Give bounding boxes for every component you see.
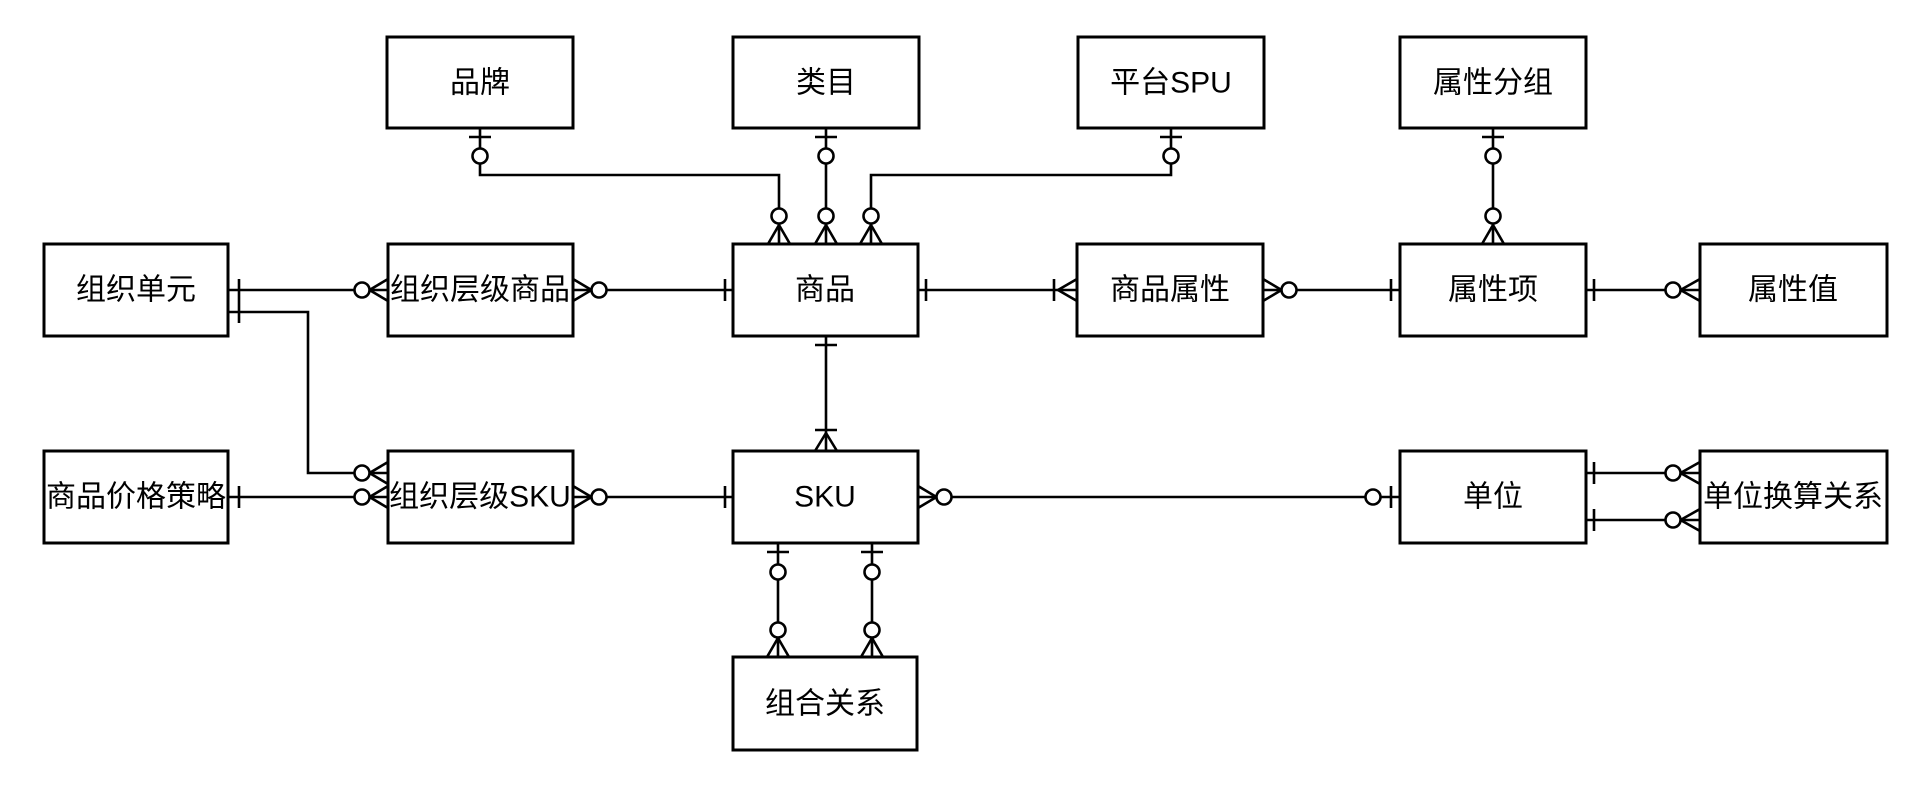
edge-attribute-group-attribute-item [1480,128,1506,245]
entity-brand-label: 品牌 [450,67,510,100]
entity-unit-label: 单位 [1463,481,1523,514]
entity-org-unit-label: 组织单元 [76,274,196,307]
entity-org-level-sku: 组织层级SKU [386,449,575,545]
edge-product-sku [813,336,839,452]
entity-org-level-sku-label: 组织层级SKU [389,481,571,514]
entity-unit-conversion: 单位换算关系 [1698,449,1889,545]
edge-org-unit-org-level-product [228,277,389,303]
edge-product-product-attribute [918,277,1078,303]
entity-product-attribute-label: 商品属性 [1110,274,1230,307]
edge-sku-unit [917,484,1400,510]
edge-brand-product [469,128,792,245]
entity-combination-label: 组合关系 [765,688,885,721]
entity-unit: 单位 [1398,449,1588,545]
entity-category: 类目 [731,35,921,130]
entity-product-label: 商品 [795,274,855,307]
edge-unit-unit-conversion-upper [1586,460,1701,486]
edge-unit-unit-conversion-lower [1586,507,1701,533]
entity-attribute-group: 属性分组 [1398,35,1588,130]
entity-category-label: 类目 [796,67,856,100]
edge-platform-spu-product [858,128,1182,245]
entity-attribute-item-label: 属性项 [1448,274,1538,307]
edge-product-attribute-attribute-item [1262,277,1400,303]
entity-platform-spu: 平台SPU [1076,35,1266,130]
entity-product-price-strategy: 商品价格策略 [42,449,230,545]
edge-sku-combination-left [765,543,791,658]
entity-org-unit: 组织单元 [42,242,230,338]
entity-sku-label: SKU [794,481,856,514]
edge-attribute-item-attribute-value [1586,277,1701,303]
entity-attribute-group-label: 属性分组 [1433,67,1553,100]
entity-attribute-value: 属性值 [1698,242,1889,338]
entity-attribute-item: 属性项 [1398,242,1588,338]
entity-org-level-product: 组织层级商品 [386,242,575,338]
edge-price-strategy-org-level-sku [228,484,389,510]
entity-product-attribute: 商品属性 [1075,242,1265,338]
entity-product-price-strategy-label: 商品价格策略 [46,481,226,514]
entity-combination: 组合关系 [731,655,919,752]
edge-category-product [813,128,839,245]
entity-brand: 品牌 [385,35,575,130]
entity-org-level-product-label: 组织层级商品 [390,274,570,307]
entity-unit-conversion-label: 单位换算关系 [1703,481,1883,514]
entity-platform-spu-label: 平台SPU [1110,67,1232,100]
entity-product: 商品 [731,242,920,338]
edge-org-level-sku-sku [572,484,733,510]
edge-org-unit-org-level-sku [228,301,389,486]
entity-attribute-value-label: 属性值 [1748,274,1838,307]
edge-org-level-product-product [572,277,733,303]
edge-sku-combination-right [859,543,885,658]
entity-sku: SKU [731,449,920,545]
